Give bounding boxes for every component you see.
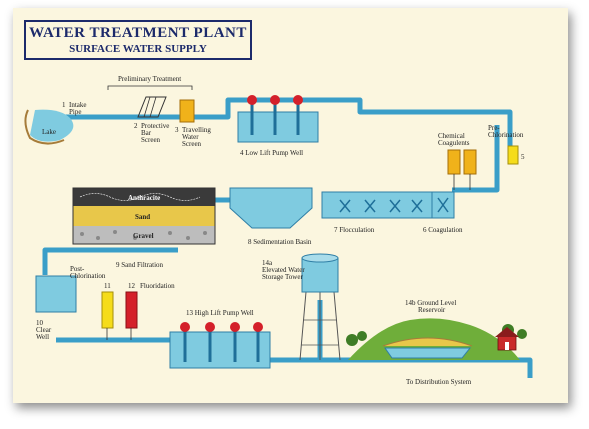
tank-11-num: 11 bbox=[104, 282, 111, 290]
flocculation-basin bbox=[321, 191, 433, 219]
high-lift-pump-well bbox=[169, 331, 271, 369]
gravel-label: Gravel bbox=[133, 232, 154, 240]
pipe-coag-down bbox=[452, 125, 500, 193]
sedimentation-basin bbox=[229, 187, 313, 229]
sedimentation-label: 8 Sedimentation Basin bbox=[248, 238, 312, 246]
lake-bank bbox=[24, 109, 65, 145]
bar-screen-label-3: Screen bbox=[141, 136, 161, 144]
pipe-filter-out bbox=[42, 247, 178, 275]
fluoridation-tank bbox=[125, 291, 138, 329]
reservoir-label-1: 14b Ground Level bbox=[405, 299, 456, 307]
intake-label-2: Pipe bbox=[69, 108, 81, 116]
reservoir-roof bbox=[382, 337, 473, 347]
house-icon bbox=[495, 327, 519, 351]
filter-anthracite bbox=[73, 188, 215, 206]
high-lift-label: 13 High Lift Pump Well bbox=[186, 309, 254, 317]
pre-chlorination-label-1: Pre- bbox=[488, 124, 500, 132]
low-lift-pumps bbox=[247, 95, 303, 135]
flocculation-label: 7 Flocculation bbox=[334, 226, 375, 234]
preliminary-treatment-label: Preliminary Treatment bbox=[118, 75, 181, 83]
pump-head-icon bbox=[230, 322, 240, 332]
page-subtitle: SURFACE WATER SUPPLY bbox=[69, 43, 207, 55]
bar-screen bbox=[137, 96, 167, 118]
title-box: WATER TREATMENT PLANT SURFACE WATER SUPP… bbox=[24, 20, 252, 60]
clear-well-num: 10 bbox=[36, 319, 44, 327]
pump-head-icon bbox=[180, 322, 190, 332]
sand-label: Sand bbox=[135, 213, 150, 221]
pipe-distribution bbox=[270, 357, 533, 378]
pump-head-icon bbox=[270, 95, 280, 105]
clear-well-label-2: Well bbox=[36, 333, 49, 341]
lake-water bbox=[30, 109, 74, 142]
preliminary-bracket bbox=[107, 85, 193, 90]
travelling-screen-label-1: Travelling bbox=[182, 126, 211, 134]
pump-head-icon bbox=[253, 322, 263, 332]
fluoridation-num: 12 bbox=[128, 282, 136, 290]
post-chlorination-label-2: Chlorination bbox=[70, 272, 106, 280]
pre-chlorination-tank bbox=[507, 145, 519, 165]
chemical-tank-2 bbox=[463, 149, 477, 175]
tower-tank bbox=[301, 257, 339, 293]
floc-paddles bbox=[339, 197, 449, 213]
water-tower bbox=[299, 253, 341, 361]
fluoridation-label: Fluoridation bbox=[140, 282, 175, 290]
post-chlorination-label-1: Post- bbox=[70, 265, 85, 273]
reservoir-label-2: Reservoir bbox=[418, 306, 446, 314]
lake-label: Lake bbox=[42, 128, 56, 136]
anthracite-label: Anthracite bbox=[128, 194, 160, 202]
coagulation-label: 6 Coagulation bbox=[423, 226, 463, 234]
pump-head-icon bbox=[293, 95, 303, 105]
ground-reservoir bbox=[384, 347, 472, 359]
filter-gravel bbox=[73, 226, 215, 244]
gravel-stones bbox=[80, 230, 207, 240]
low-lift-pump-well bbox=[237, 111, 319, 143]
low-lift-label: 4 Low Lift Pump Well bbox=[240, 149, 303, 157]
tower-label-2: Storage Tower bbox=[262, 273, 303, 281]
distribution-label: To Distribution System bbox=[406, 378, 472, 386]
pre-chlorination-num: 5 bbox=[521, 153, 525, 161]
intake-pipe bbox=[64, 97, 513, 148]
pump-head-icon bbox=[247, 95, 257, 105]
bar-screen-label-2: Bar bbox=[141, 129, 152, 137]
tower-label-1: Elevated Water bbox=[262, 266, 305, 274]
chemical-label-1: Chemical bbox=[438, 132, 465, 140]
travelling-screen bbox=[179, 99, 195, 123]
filter-sand bbox=[73, 206, 215, 226]
chemical-tank-1 bbox=[447, 149, 461, 175]
post-chlorination-tank bbox=[101, 291, 114, 329]
page-title: WATER TREATMENT PLANT bbox=[29, 25, 247, 41]
travelling-screen-label-3: Screen bbox=[182, 140, 202, 148]
chemical-label-2: Coagulents bbox=[438, 139, 470, 147]
travelling-screen-label-2: Water bbox=[182, 133, 199, 141]
sand-filtration-label: 9 Sand Filtration bbox=[116, 261, 164, 269]
travelling-screen-num: 3 bbox=[175, 126, 179, 134]
intake-num: 1 bbox=[62, 101, 66, 109]
tower-num: 14a bbox=[262, 259, 273, 267]
pre-chlorination-label-2: Chlorination bbox=[488, 131, 524, 139]
high-lift-pumps bbox=[180, 322, 263, 362]
sand-filter-tank bbox=[72, 187, 216, 245]
clear-well bbox=[35, 275, 77, 313]
bar-screen-label-1: Protective bbox=[141, 122, 169, 130]
intake-label-1: Intake bbox=[69, 101, 87, 109]
clear-well-label-1: Clear bbox=[36, 326, 52, 334]
bar-screen-num: 2 bbox=[134, 122, 138, 130]
pump-head-icon bbox=[205, 322, 215, 332]
